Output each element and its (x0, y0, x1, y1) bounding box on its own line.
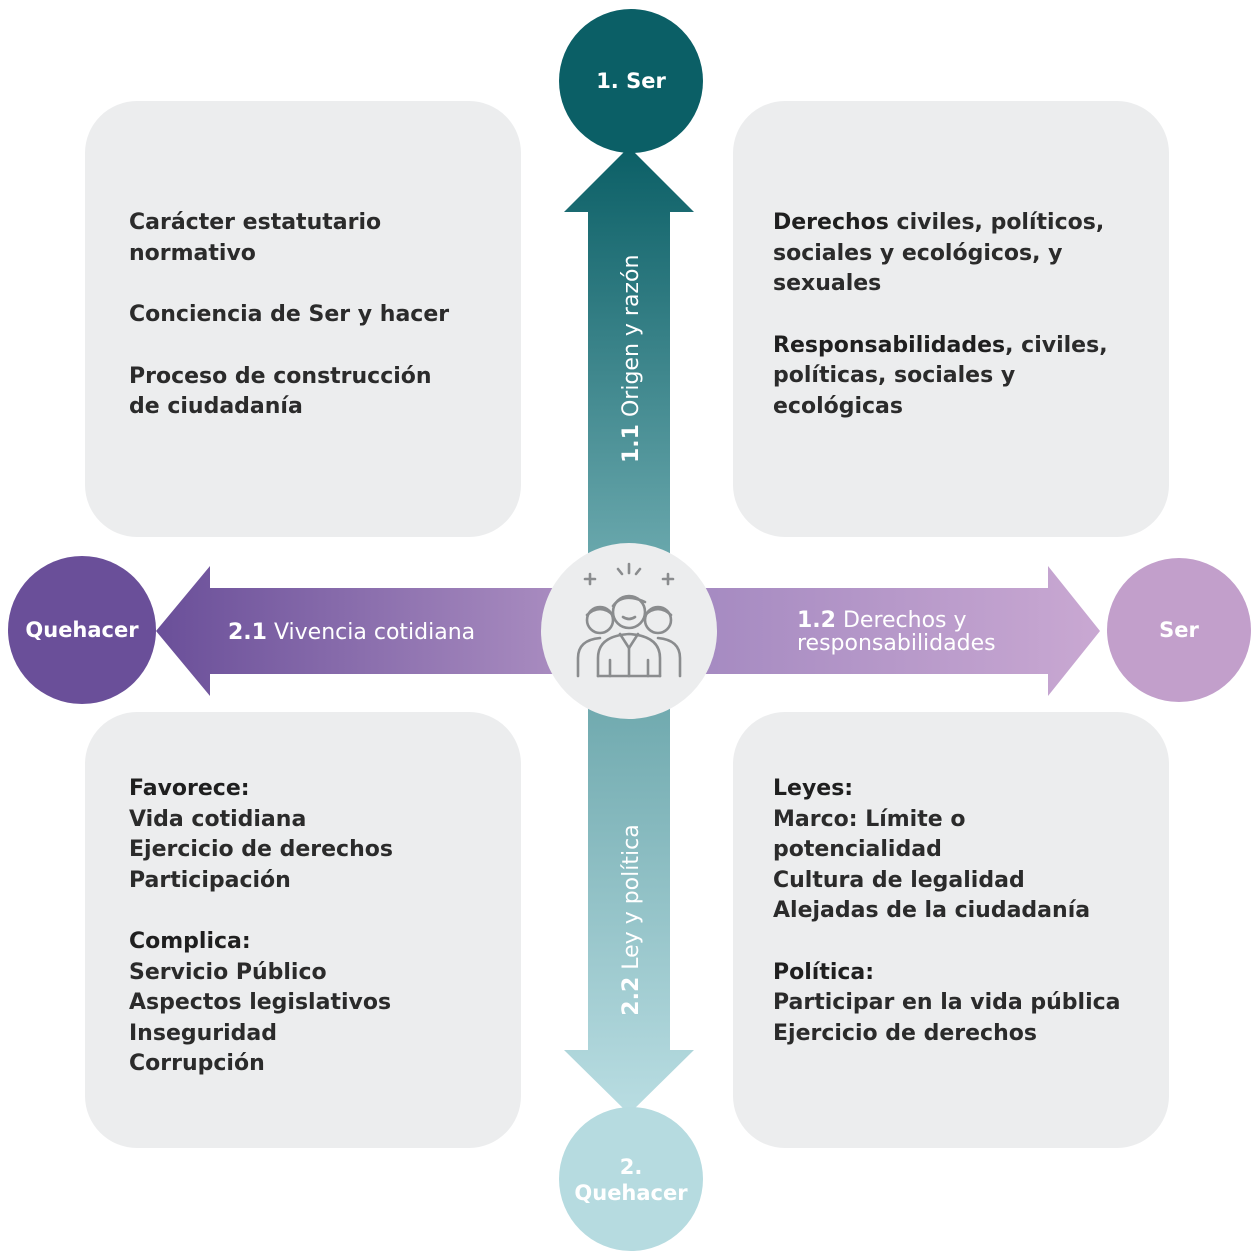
card-line: Corrupción (129, 1051, 265, 1076)
arrow-down-number: 2.2 (619, 976, 644, 1016)
card-line: Aspectos legislativos (129, 990, 392, 1015)
arrow-right-line1: 1.2 Derechos y (797, 609, 996, 632)
arrow-right-text: Derechos y (842, 608, 967, 633)
card-line: sexuales (773, 271, 882, 296)
rights-heading: Derechos (773, 210, 889, 235)
card-line: Proceso de construcción (129, 363, 432, 389)
card-item: Complica: Servicio Público Aspectos legi… (129, 927, 501, 1080)
card-line: políticas, sociales y (773, 363, 1016, 388)
card-text: civiles, políticos, (888, 210, 1105, 235)
node-bottom-circle (559, 1107, 703, 1251)
card-item: Carácter estatutario normativo (129, 208, 501, 269)
arrow-down (564, 700, 694, 1114)
arrow-down-text: Ley y política (619, 824, 644, 970)
card-line: Alejadas de la ciudadanía (773, 898, 1091, 923)
card-line: Participación (129, 867, 291, 893)
card-item: Leyes: Marco: Límite o potencialidad Cul… (773, 774, 1149, 927)
card-item: Proceso de construcción de ciudadanía (129, 362, 501, 423)
card-heading: Política: (773, 959, 875, 985)
node-bottom-label: 2. Quehacer (556, 1154, 706, 1206)
node-right-circle (1107, 558, 1251, 702)
card-top-left: Carácter estatutario normativo Concienci… (85, 101, 521, 537)
node-bottom-label-line2: Quehacer (574, 1181, 688, 1205)
card-bottom-left: Favorece: Vida cotidiana Ejercicio de de… (85, 712, 521, 1148)
arrow-right-label: 1.2 Derechos y responsabilidades (797, 609, 996, 655)
card-item: Derechos civiles, políticos, sociales y … (773, 208, 1149, 300)
node-left-label: Quehacer (25, 618, 139, 642)
arrow-right (700, 566, 1100, 696)
card-line: sociales y ecológicos, y (773, 240, 1063, 266)
card-line: Carácter estatutario (129, 210, 382, 235)
card-text: , civiles, (1005, 332, 1108, 358)
card-line: Inseguridad (129, 1020, 278, 1046)
arrow-up (564, 147, 694, 560)
node-bottom-label-line1: 2. (619, 1155, 643, 1179)
card-line: Responsabilidades, civiles, (773, 331, 1149, 362)
card-line: potencialidad (773, 837, 942, 862)
node-right-label: Ser (1159, 618, 1199, 642)
arrow-up-text: Origen y razón (619, 254, 644, 418)
card-item: Conciencia de Ser y hacer (129, 300, 501, 331)
card-bottom-right: Leyes: Marco: Límite o potencialidad Cul… (733, 712, 1169, 1148)
arrow-up-number: 1.1 (619, 424, 644, 463)
card-heading: Complica: (129, 929, 251, 954)
card-line: de ciudadanía (129, 394, 303, 419)
arrow-right-number: 1.2 (797, 608, 836, 633)
center-circle (541, 543, 717, 719)
arrow-left-text: Vivencia cotidiana (273, 620, 476, 645)
card-line: Ejercicio de derechos (129, 837, 393, 862)
node-top-circle (559, 9, 703, 153)
card-line: Conciencia de Ser y hacer (129, 302, 450, 327)
card-line: Participar en la vida pública (773, 990, 1121, 1015)
card-line: Derechos civiles, políticos, (773, 208, 1149, 239)
card-top-right: Derechos civiles, políticos, sociales y … (733, 101, 1169, 537)
card-line: Marco: Límite o (773, 806, 966, 832)
card-heading: Favorece: (129, 776, 250, 801)
card-item: Favorece: Vida cotidiana Ejercicio de de… (129, 774, 501, 896)
card-line: Cultura de legalidad (773, 867, 1025, 893)
arrow-right-text2: responsabilidades (797, 631, 996, 656)
card-line: Ejercicio de derechos (773, 1020, 1037, 1046)
card-line: Vida cotidiana (129, 806, 307, 832)
node-top-label: 1. Ser (596, 69, 666, 93)
arrow-left (156, 566, 560, 696)
card-line: Servicio Público (129, 959, 327, 985)
people-group-icon (576, 562, 682, 678)
arrow-up-label: 1.1 Origen y razón (619, 255, 644, 463)
arrow-down-label: 2.2 Ley y política (619, 810, 644, 1030)
card-line: normativo (129, 240, 256, 266)
node-left-circle (8, 556, 156, 704)
card-item: Política: Participar en la vida pública … (773, 958, 1149, 1050)
responsibilities-heading: Responsabilidades (773, 332, 1006, 358)
card-line: ecológicas (773, 393, 904, 419)
arrow-left-number: 2.1 (228, 620, 267, 645)
arrow-left-label: 2.1 Vivencia cotidiana (228, 621, 475, 645)
card-heading: Leyes: (773, 776, 854, 801)
card-item: Responsabilidades, civiles, políticas, s… (773, 331, 1149, 423)
